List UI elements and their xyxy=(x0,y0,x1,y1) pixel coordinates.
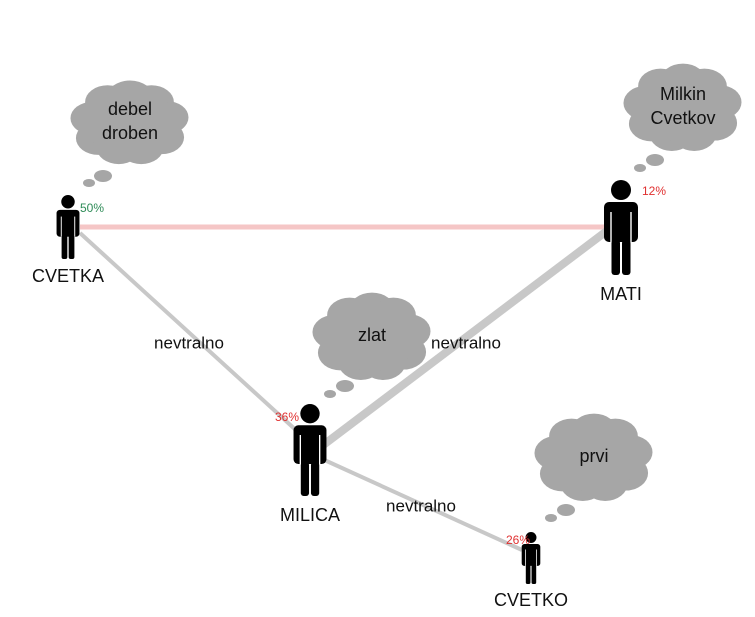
thought-dot xyxy=(324,390,336,398)
thought-dot xyxy=(336,380,354,392)
person-percent-cvetko: 26% xyxy=(506,533,530,547)
thought-text-mati: Cvetkov xyxy=(650,108,715,128)
person-icon-mati xyxy=(604,180,638,275)
thought-text-cvetka: debel xyxy=(108,99,152,119)
person-icon-cvetko xyxy=(521,532,541,584)
person-icon-cvetka xyxy=(56,195,80,259)
relation-labels-layer: nevtralno nevtralno nevtralno xyxy=(154,333,501,515)
people-layer: CVETKA 50% MATI 12% MILICA 36% CVETKO 26% xyxy=(32,180,666,610)
relation-label-cvetka-milica: nevtralno xyxy=(154,333,224,352)
thought-dot xyxy=(557,504,575,516)
thought-cloud-cvetko: prvi xyxy=(534,413,653,501)
person-name-milica: MILICA xyxy=(280,505,340,525)
thought-cloud-cvetka: debel droben xyxy=(70,80,189,165)
relations-layer xyxy=(78,223,615,552)
thought-dot xyxy=(83,179,95,187)
relation-line-milica-cvetko xyxy=(319,456,523,552)
thought-text-cvetko: prvi xyxy=(579,446,608,466)
thought-cloud-milica: zlat xyxy=(312,292,431,380)
relation-line-cvetka-milica xyxy=(78,231,300,434)
person-icon-milica xyxy=(293,404,327,496)
person-percent-cvetka: 50% xyxy=(80,201,104,215)
thought-text-cvetka: droben xyxy=(102,123,158,143)
relation-line-milica-mati xyxy=(319,223,615,450)
thought-dot xyxy=(646,154,664,166)
thought-text-mati: Milkin xyxy=(660,84,706,104)
person-name-cvetko: CVETKO xyxy=(494,590,568,610)
thought-dot xyxy=(545,514,557,522)
person-percent-milica: 36% xyxy=(275,410,299,424)
person-percent-mati: 12% xyxy=(642,184,666,198)
person-name-mati: MATI xyxy=(600,284,642,304)
thought-dot xyxy=(94,170,112,182)
relation-label-milica-mati: nevtralno xyxy=(431,333,501,352)
thought-text-milica: zlat xyxy=(358,325,386,345)
person-name-cvetka: CVETKA xyxy=(32,266,104,286)
relation-label-milica-cvetko: nevtralno xyxy=(386,496,456,515)
thought-dot xyxy=(634,164,646,172)
